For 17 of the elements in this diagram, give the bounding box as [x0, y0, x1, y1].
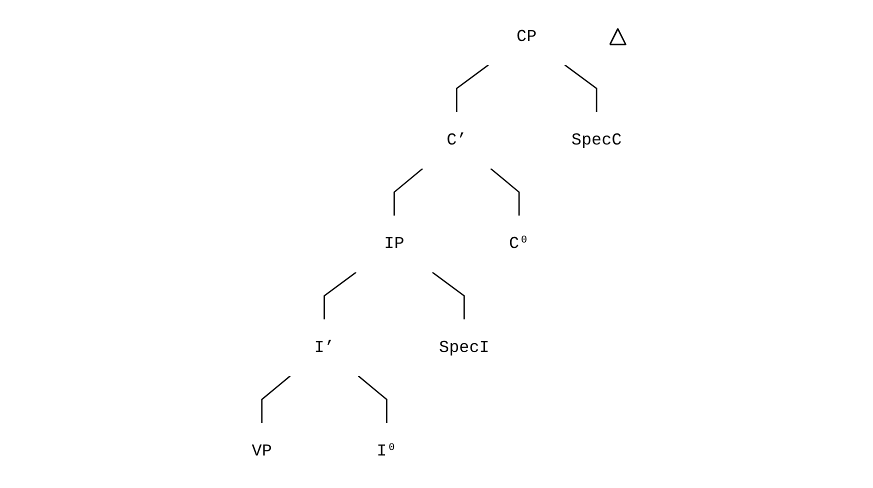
connector [358, 375, 388, 424]
node-text: SpecC [571, 130, 622, 150]
connector [323, 272, 356, 320]
node-text: CP [516, 27, 536, 46]
connector [393, 168, 423, 216]
node-text: C’ [446, 130, 466, 150]
node-text: IP [384, 234, 404, 254]
connector [456, 64, 489, 112]
node-text: I⁰ [376, 442, 397, 461]
node-text: SpecI [438, 338, 490, 358]
node-text: VP [252, 442, 272, 461]
connector [564, 64, 597, 112]
connector [490, 168, 520, 216]
node-text: C⁰ [508, 234, 529, 254]
connector [260, 375, 290, 424]
node-text: I’ [314, 338, 334, 358]
connector [432, 272, 465, 320]
